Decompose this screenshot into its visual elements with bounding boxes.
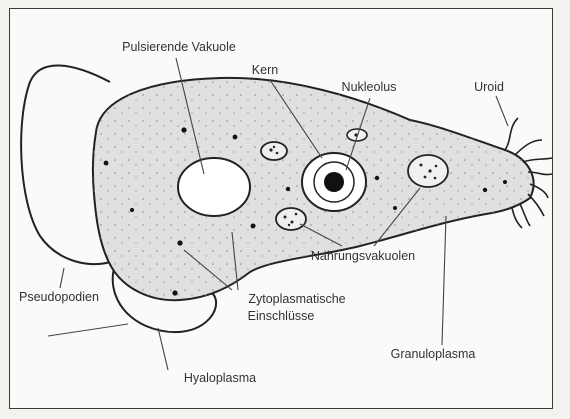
nucleolus — [324, 172, 344, 192]
label-granuloplasm: Granuloplasma — [391, 347, 476, 362]
pulsating-vacuole — [178, 158, 250, 216]
label-nucleolus: Nukleolus — [342, 80, 397, 95]
food-vacuole-lower — [276, 208, 306, 230]
label-pseudopodia: Pseudopodien — [19, 290, 99, 305]
label-cytoplasmic-inclusions-line1: Zytoplasmatische — [248, 292, 345, 307]
label-cytoplasmic-inclusions-line2: Einschlüsse — [248, 309, 315, 324]
label-nucleus: Kern — [252, 63, 278, 78]
food-vacuole-small-left — [261, 142, 287, 160]
label-food-vacuoles: Nahrungsvakuolen — [311, 249, 415, 264]
label-uroid: Uroid — [474, 80, 504, 95]
label-pulsating-vacuole: Pulsierende Vakuole — [122, 40, 236, 55]
label-hyaloplasm: Hyaloplasma — [184, 371, 256, 386]
food-vacuole-right — [408, 155, 448, 187]
